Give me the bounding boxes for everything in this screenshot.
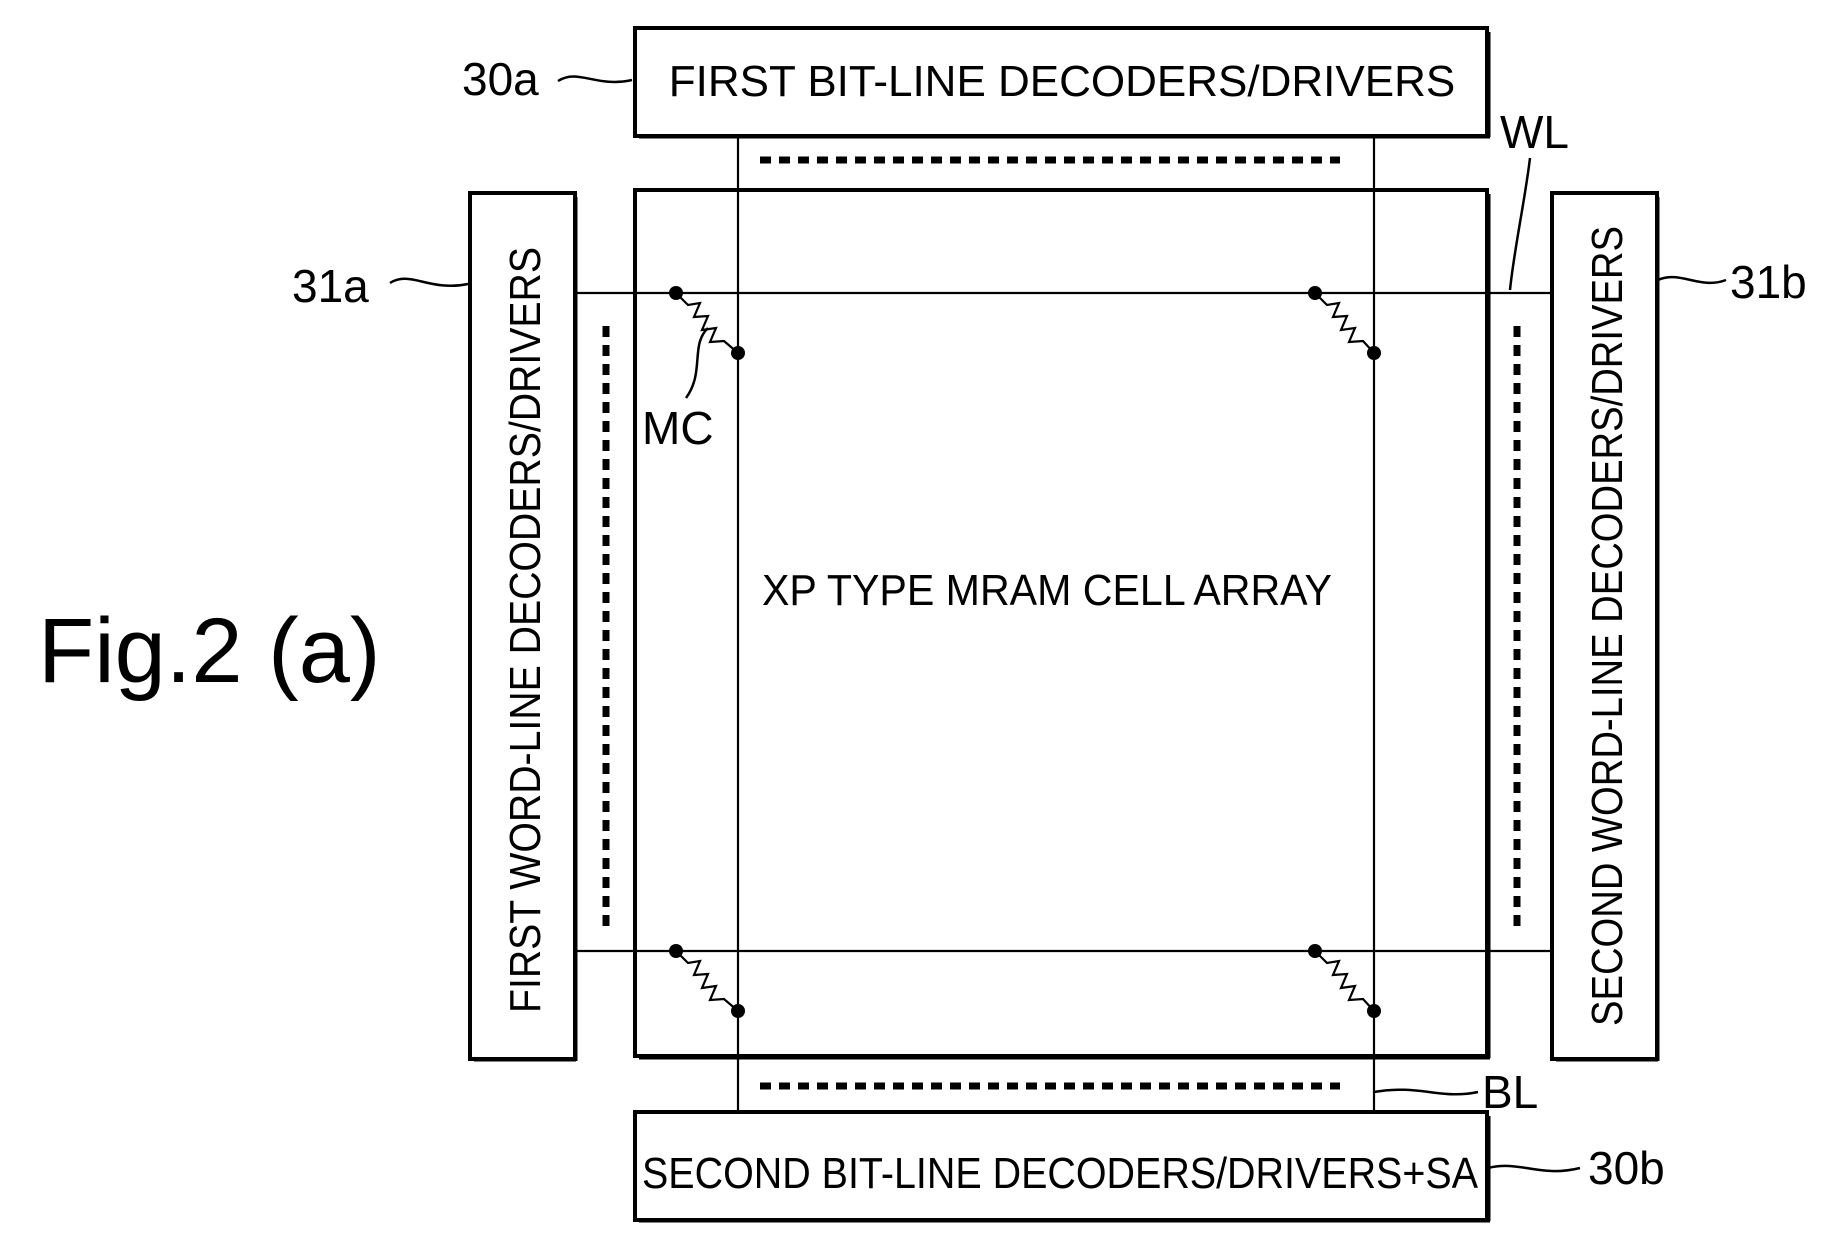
memory-cell-top-left <box>669 286 745 360</box>
second-bitline-ref: 30b <box>1588 1142 1665 1194</box>
memory-cell-label: MC <box>642 402 714 454</box>
cell-array-label: XP TYPE MRAM CELL ARRAY <box>762 566 1332 615</box>
first-wordline-ref: 31a <box>292 260 369 312</box>
first-bitline-leader <box>558 76 632 81</box>
second-wordline-label: SECOND WORD-LINE DECODERS/DRIVERS <box>1583 226 1632 1026</box>
second-bitline-leader <box>1488 1166 1580 1171</box>
figure-title: Fig.2 (a) <box>38 600 381 702</box>
bit-line-label: BL <box>1482 1066 1538 1118</box>
memory-cell-bottom-left <box>669 944 745 1018</box>
memory-cell-bottom-right <box>1308 944 1381 1018</box>
first-bitline-label: FIRST BIT-LINE DECODERS/DRIVERS <box>669 57 1455 106</box>
second-bitline-label: SECOND BIT-LINE DECODERS/DRIVERS+SA <box>642 1149 1479 1198</box>
first-bitline-ref: 30a <box>462 53 539 105</box>
word-line-label: WL <box>1500 106 1569 158</box>
second-wordline-ref: 31b <box>1730 256 1807 308</box>
second-wordline-leader <box>1658 277 1726 283</box>
cell-array-block <box>635 190 1487 1056</box>
word-line-leader <box>1510 158 1530 290</box>
bit-line-leader <box>1374 1090 1478 1095</box>
first-wordline-leader <box>390 279 468 286</box>
memory-cell-leader <box>686 328 708 398</box>
memory-cell-top-right <box>1308 286 1381 360</box>
first-wordline-label: FIRST WORD-LINE DECODERS/DRIVERS <box>501 247 550 1013</box>
